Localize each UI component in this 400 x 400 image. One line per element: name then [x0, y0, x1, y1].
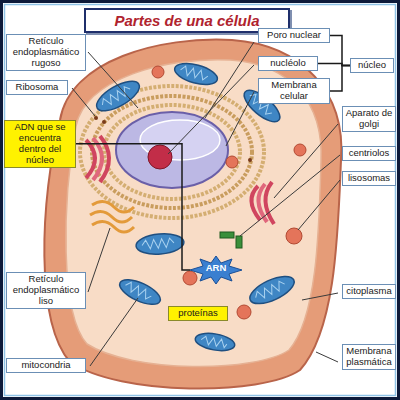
leader-lines: [72, 42, 340, 366]
mitochondrion: [92, 75, 144, 116]
mitochondrion-crista: [201, 336, 228, 348]
label-box: Membrana plasmática: [342, 344, 396, 370]
mitochondrion: [135, 232, 185, 256]
leader-line: [302, 293, 338, 300]
label-text: centriolos: [345, 148, 393, 159]
leader-line: [240, 155, 340, 236]
lysosome: [152, 66, 164, 78]
label-text: núcleo: [353, 60, 391, 71]
label-text: citoplasma: [345, 286, 393, 297]
centriole: [220, 232, 234, 238]
mitochondrion: [194, 331, 236, 354]
connector-line: [330, 65, 350, 90]
mitochondrion-crista: [142, 238, 175, 250]
label-text: ARN: [190, 263, 242, 274]
label-text: Membrana plasmática: [345, 346, 393, 368]
label-box: proteínas: [168, 306, 228, 321]
leader-line: [72, 88, 95, 116]
rough-er: [104, 105, 240, 199]
label-text: lisosomas: [345, 173, 393, 184]
mitochondrion-body: [194, 331, 236, 354]
label-text: Poro nuclear: [261, 30, 327, 41]
star-shape: [190, 256, 242, 284]
label-text: Aparato de golgi: [345, 108, 393, 130]
label-box: núcleo: [350, 58, 394, 73]
lysosome: [237, 305, 251, 319]
lysosome: [226, 156, 238, 168]
label-text: mitocondria: [9, 360, 83, 371]
mitochondrion-body: [135, 232, 185, 256]
mitochondrion-body: [92, 75, 144, 116]
connector-line: [330, 35, 350, 65]
cytoplasm: [66, 60, 321, 367]
mitochondrion-body: [246, 271, 298, 309]
leader-line: [90, 298, 138, 366]
label-box: Aparato de golgi: [342, 106, 396, 132]
label-box: Retículo endoplasmático rugoso: [6, 34, 86, 71]
golgi-cisterna: [100, 136, 109, 182]
centrioles: [220, 232, 242, 248]
label-box: Retículo endoplasmático liso: [6, 272, 86, 309]
mitochondrion-crista: [180, 65, 209, 81]
ribosome: [94, 116, 98, 120]
leader-line: [88, 52, 138, 108]
mitochondrion: [116, 275, 163, 310]
leader-line: [226, 92, 254, 146]
leader-line: [274, 124, 338, 198]
mitochondrion: [172, 60, 219, 89]
label-box: nucléolo: [258, 56, 318, 71]
ribosome: [102, 120, 106, 124]
label-text: Ribosoma: [9, 82, 65, 93]
leader-line: [298, 180, 340, 230]
leader-line: [88, 228, 110, 292]
label-text: ADN que se encuentra dentro del núcleo: [7, 122, 73, 166]
smooth-er-tube: [90, 201, 134, 232]
rough-er: [92, 96, 252, 208]
nucleolus: [148, 145, 172, 169]
mitochondrion-crista: [124, 281, 153, 301]
golgi-apparatus: [86, 136, 274, 224]
label-text: proteínas: [171, 308, 225, 319]
rna-star: ARN: [190, 256, 242, 284]
golgi-cisterna: [86, 140, 95, 178]
leader-line: [168, 65, 254, 154]
golgi-cisterna: [265, 182, 274, 224]
label-box: Poro nuclear: [258, 28, 330, 43]
label-box: mitocondria: [6, 358, 86, 373]
label-box: centriolos: [342, 146, 396, 161]
label-box: citoplasma: [342, 284, 396, 299]
lysosome: [183, 271, 197, 285]
label-text: nucléolo: [261, 58, 315, 69]
connector-line: [76, 144, 190, 270]
label-box: Ribosoma: [6, 80, 68, 95]
label-text: Retículo endoplasmático liso: [9, 274, 83, 307]
lysosomes: [152, 66, 306, 319]
smooth-er: [90, 201, 134, 232]
label-text: Retículo endoplasmático rugoso: [9, 36, 83, 69]
mitochondrion-body: [172, 60, 219, 89]
ribosome: [248, 158, 252, 162]
label-box: Membrana celular: [258, 78, 330, 104]
lysosome: [294, 144, 306, 156]
cell-membrane: [44, 40, 341, 389]
mitochondrion: [246, 271, 298, 309]
mitochondrion-body: [116, 275, 163, 310]
lysosome: [286, 228, 302, 244]
label-box: ADN que se encuentra dentro del núcleo: [4, 120, 76, 168]
leader-line: [316, 352, 338, 362]
label-text: Membrana celular: [261, 80, 327, 102]
page-frame-inner: [5, 5, 396, 396]
label-box: lisosomas: [342, 171, 396, 186]
mitochondrion-crista: [254, 280, 287, 302]
ribosomes: [94, 116, 252, 162]
centriole: [236, 236, 242, 248]
